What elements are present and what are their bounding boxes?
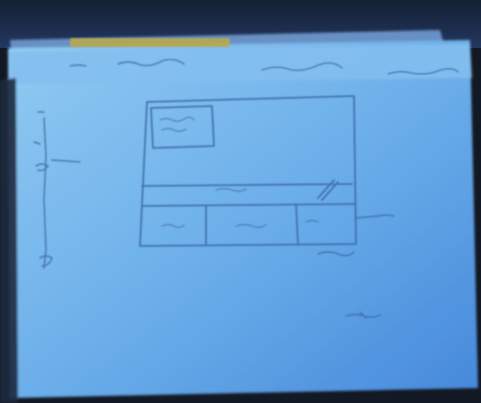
- header-highlight-stripe: [70, 38, 230, 47]
- paper-stack: [0, 30, 478, 403]
- annotation-arrow-right: [355, 214, 395, 219]
- sketch-small-box: [150, 105, 215, 149]
- label-bottom-middle: [235, 223, 267, 228]
- header-scribble-1: [117, 58, 185, 67]
- left-horizontal-mark: [51, 159, 81, 163]
- label-small-box-line-2: [161, 127, 187, 132]
- header-scribble-3: [387, 68, 459, 75]
- sketch-hatch-2: [321, 181, 339, 201]
- sketch-hatch-1: [317, 179, 335, 199]
- left-small-tick: [33, 141, 41, 145]
- paper-left-shadow: [0, 78, 18, 403]
- header-scribbles: [69, 58, 459, 75]
- label-middle: [215, 187, 247, 192]
- label-small-box-line-1: [159, 116, 195, 122]
- left-side-sketch: [33, 111, 81, 269]
- annotation-lower-right: [345, 311, 381, 319]
- paper-header-band: [10, 44, 472, 84]
- sketch-diagram: [139, 95, 357, 247]
- left-loop-mark: [35, 163, 49, 172]
- annotation-below-box: [317, 251, 355, 257]
- label-bottom-left: [161, 223, 185, 228]
- header-scribble-2: [261, 62, 343, 72]
- sketch-divider-1: [141, 183, 353, 187]
- sketch-divider-2: [141, 203, 355, 207]
- sketch-vertical-2: [295, 203, 299, 245]
- header-scribble-4: [69, 64, 87, 67]
- paper-sheet-front: [8, 40, 478, 398]
- right-annotations: [317, 214, 395, 319]
- label-bottom-right: [305, 219, 319, 223]
- sketch-labels: [159, 116, 319, 228]
- left-lower-mark: [39, 255, 53, 267]
- sketch-outer-box: [139, 95, 357, 247]
